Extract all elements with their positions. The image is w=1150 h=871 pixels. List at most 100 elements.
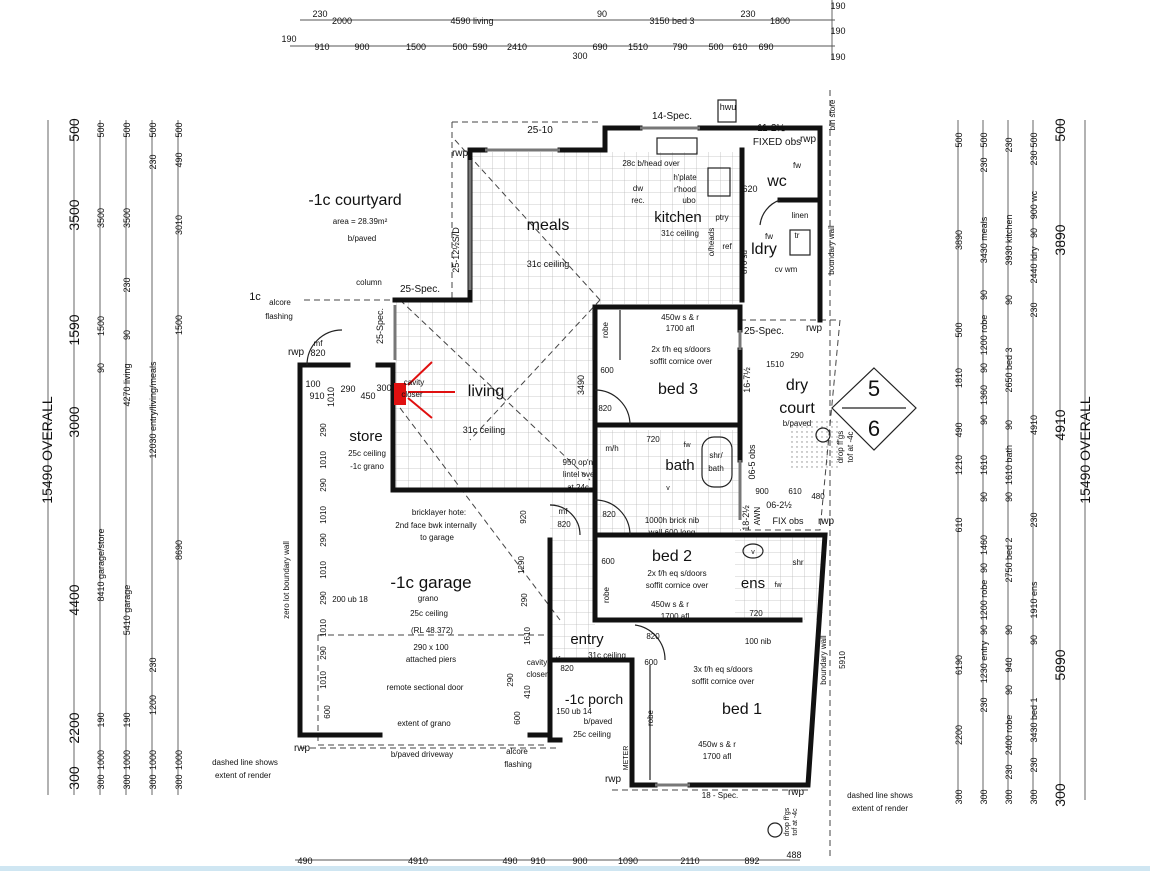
dimension-label: 15490 OVERALL xyxy=(1077,396,1093,504)
label-win-167: 16-7½ xyxy=(742,367,752,393)
label-rec: rec. xyxy=(631,196,644,205)
dimension-label: 4910 xyxy=(1029,415,1039,435)
dimension-label: 90 xyxy=(979,563,989,573)
label-bed1: bed 1 xyxy=(722,701,762,718)
label-courtyard-paving: b/paved xyxy=(348,234,376,243)
dimension-label: 90 xyxy=(979,415,989,425)
label-boundary-wall-top: boundary wall xyxy=(827,225,836,275)
dimension-label: 230 xyxy=(1029,512,1039,527)
label-cavity-2: cavity xyxy=(527,658,547,667)
label-tf: tf xyxy=(556,655,561,664)
label-b1-sr2: 1700 afl xyxy=(703,752,732,761)
dimension-label: 300 xyxy=(1029,789,1039,804)
label-dc-480: 480 xyxy=(811,492,825,501)
dimension-label: 4270 living xyxy=(122,363,132,406)
label-lot-6: 6 xyxy=(868,416,880,441)
door-swings xyxy=(306,199,781,661)
label-meals: meals xyxy=(527,217,570,234)
label-ub14: 150 ub 14 xyxy=(556,707,592,716)
label-ldry-fw: fw xyxy=(765,232,773,241)
label-sectional: remote sectional door xyxy=(387,683,464,692)
dimension-label: 500 xyxy=(708,42,723,52)
dimension-label: 500 xyxy=(452,42,467,52)
dimension-label: 500 xyxy=(96,122,106,137)
label-spec-25-10: 25-10 xyxy=(527,125,553,136)
dimension-label: 90 xyxy=(1004,685,1014,695)
dimension-label: 300 xyxy=(979,789,989,804)
lot-number-diamond xyxy=(831,367,917,451)
dimension-label: 1500 xyxy=(406,42,426,52)
dimension-label: 490 xyxy=(954,422,964,437)
label-boundary-wall-bot: boundary wall xyxy=(819,635,828,685)
label-store: store xyxy=(349,428,382,445)
dimension-label: 1360 xyxy=(979,385,989,405)
label-ref: ref xyxy=(722,242,732,251)
label-porch-ceiling: 25c ceiling xyxy=(573,730,611,739)
label-mf-1: mf xyxy=(314,339,324,348)
label-b3-robe: robe xyxy=(601,321,610,338)
label-dc-610: 610 xyxy=(788,487,802,496)
dimension-label: 230 xyxy=(979,157,989,172)
dimension-label: 190 xyxy=(830,1,845,11)
label-d3490: 3490 xyxy=(576,375,586,395)
dimension-label: 90 xyxy=(1004,625,1014,635)
dimension-label: 6190 xyxy=(954,655,964,675)
dimension-label: 4590 living xyxy=(450,16,493,26)
label-ub18: 200 ub 18 xyxy=(332,595,368,604)
label-b2-600: 600 xyxy=(601,557,615,566)
dimension-label: 1200 xyxy=(148,695,158,715)
dimension-label: 90 xyxy=(1029,635,1039,645)
label-d5910: 5910 xyxy=(838,651,847,669)
label-nib-100: 100 nib xyxy=(745,637,772,646)
label-tr: tr xyxy=(795,231,800,240)
dimension-label: 2110 xyxy=(680,856,699,866)
dimension-label: 2410 xyxy=(507,42,527,52)
dimension-label: 3000 xyxy=(66,406,82,437)
dimension-label: 15490 OVERALL xyxy=(39,396,55,504)
dimension-label: 500 xyxy=(954,322,964,337)
label-b1-sr1: 450w s & r xyxy=(698,740,736,749)
label-dry: dry xyxy=(786,377,808,394)
label-closer-1: closer xyxy=(401,390,423,399)
label-nib-1: 1000h brick nib xyxy=(645,516,700,525)
dimension-label: 610 xyxy=(732,42,747,52)
dimension-label: 3890 xyxy=(954,230,964,250)
dimension-label: 230 xyxy=(740,9,755,19)
dimension-label: 2750 bed 2 xyxy=(1004,537,1014,582)
dimension-label: 4910 xyxy=(408,856,428,866)
label-ens: ens xyxy=(741,575,765,592)
label-dc-290: 290 xyxy=(790,351,804,360)
label-oheads: o/heads xyxy=(707,228,716,256)
label-b3-sr1: 450w s & r xyxy=(661,313,699,322)
label-render-l2: extent of render xyxy=(215,771,271,780)
dimension-label: 4400 xyxy=(66,584,82,615)
dimension-label: 2200 xyxy=(954,725,964,745)
label-d1010c: 1010 xyxy=(319,506,328,524)
dimension-label: 1000 xyxy=(148,750,158,770)
label-driveway: b/paved driveway xyxy=(391,750,453,759)
dimension-label: 3930 kitchen xyxy=(1004,214,1014,265)
dimension-label: 1610 bath xyxy=(1004,445,1014,485)
dimension-label: 3500 xyxy=(96,208,106,228)
dimension-label: 2650 bed 3 xyxy=(1004,347,1014,392)
label-court: court xyxy=(779,400,815,417)
dimension-label: 3890 xyxy=(1052,224,1068,255)
label-d910: 910 xyxy=(309,391,324,401)
label-rwp-1: rwp xyxy=(452,148,469,159)
label-d1290: 1290 xyxy=(517,556,526,574)
label-entry-ceiling: 31c ceiling xyxy=(588,651,626,660)
dimension-label: 488 xyxy=(786,850,801,860)
dimension-label: 230 xyxy=(148,154,158,169)
dimension-label: 4910 xyxy=(1052,409,1068,440)
dimension-label: 1000 xyxy=(122,750,132,770)
label-rwp-7: rwp xyxy=(788,787,805,798)
label-living: living xyxy=(468,383,504,400)
dimension-label: 230 xyxy=(1029,302,1039,317)
label-dc-900: 900 xyxy=(755,487,769,496)
label-bed2: bed 2 xyxy=(652,548,692,565)
label-b1-600: 600 xyxy=(644,658,658,667)
label-wc: wc xyxy=(766,173,787,190)
label-rwp-5: rwp xyxy=(818,516,835,527)
dimension-lines xyxy=(47,0,1086,861)
